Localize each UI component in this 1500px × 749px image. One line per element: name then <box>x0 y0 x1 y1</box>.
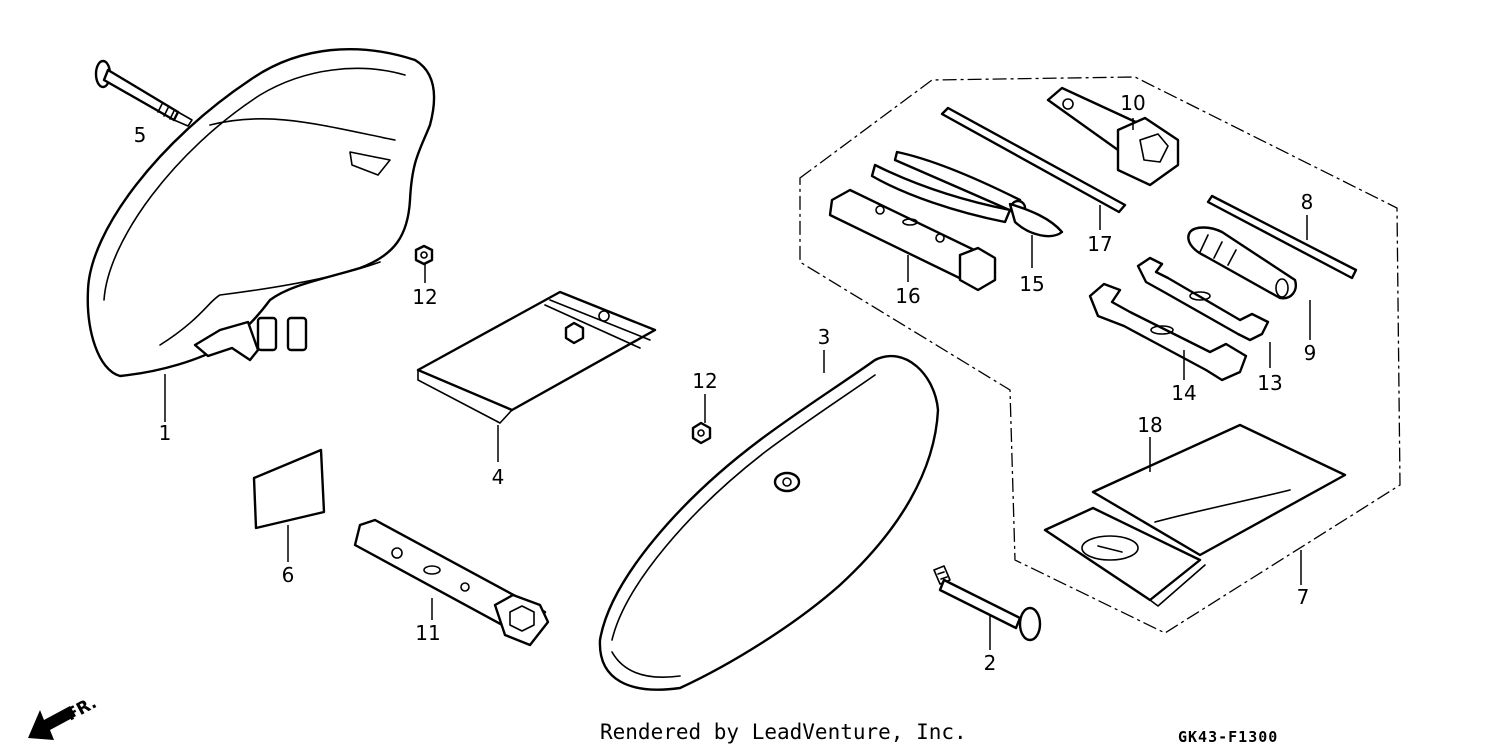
callout-2: 2 <box>984 651 997 675</box>
screwdriver-shaft[interactable] <box>1206 194 1358 280</box>
leader-lines <box>164 118 1311 650</box>
callout-14: 14 <box>1171 381 1196 405</box>
callout-12-lower: 12 <box>692 369 717 393</box>
callout-9: 9 <box>1304 341 1317 365</box>
callout-15: 15 <box>1019 272 1044 296</box>
screw-2[interactable] <box>933 565 1042 642</box>
front-direction-label: FR. <box>63 693 100 725</box>
screwdriver-handle[interactable] <box>1187 226 1297 300</box>
tool-bag[interactable] <box>1043 423 1347 607</box>
callout-3: 3 <box>818 325 831 349</box>
callout-8: 8 <box>1301 190 1314 214</box>
box-wrench-16[interactable] <box>828 188 997 292</box>
callout-11: 11 <box>415 621 440 645</box>
left-side-cover[interactable] <box>86 48 436 378</box>
diagram-code: GK43-F1300 <box>1178 728 1278 746</box>
callout-13: 13 <box>1257 371 1282 395</box>
render-credit: Rendered by LeadVenture, Inc. <box>600 720 967 744</box>
callout-6: 6 <box>282 563 295 587</box>
box-wrench-11[interactable] <box>353 518 550 647</box>
callout-17: 17 <box>1087 232 1112 256</box>
callout-1: 1 <box>159 421 172 445</box>
front-direction-arrow: FR. <box>28 693 100 740</box>
callout-12-upper: 12 <box>412 285 437 309</box>
callout-7: 7 <box>1297 585 1310 609</box>
callout-10: 10 <box>1120 91 1145 115</box>
plug-wrench[interactable] <box>1046 86 1180 187</box>
tool-kit-boundary <box>799 76 1401 634</box>
callout-16: 16 <box>895 284 920 308</box>
open-wrench-14[interactable] <box>1088 282 1248 382</box>
pliers[interactable] <box>870 150 1064 238</box>
nut-12-upper[interactable] <box>414 244 434 266</box>
right-side-cover[interactable] <box>598 354 940 691</box>
document-bag[interactable] <box>416 290 657 424</box>
callout-4: 4 <box>492 465 505 489</box>
caution-label[interactable] <box>252 448 326 530</box>
screw-5[interactable] <box>94 59 193 127</box>
callout-labels: 1 2 3 4 5 6 7 8 9 10 11 12 12 13 14 15 1… <box>134 91 1317 675</box>
callout-5: 5 <box>134 123 147 147</box>
handle-rod[interactable] <box>940 106 1127 214</box>
nut-12-lower[interactable] <box>691 421 712 445</box>
callout-18: 18 <box>1137 413 1162 437</box>
open-wrench-13[interactable] <box>1136 256 1270 342</box>
